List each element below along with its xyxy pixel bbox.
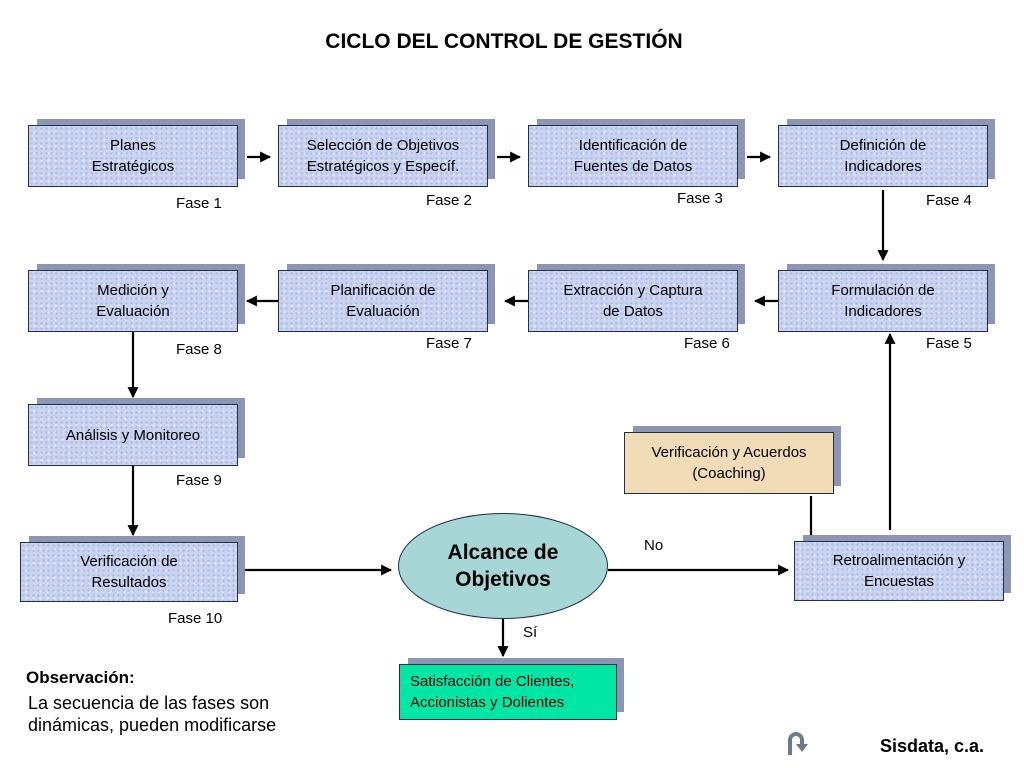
phase-box-10: Verificación de Resultados (20, 542, 238, 602)
phase-box-9: Análisis y Monitoreo (28, 404, 238, 466)
fase-label-4: Fase 4 (926, 192, 972, 209)
phase-box-8: Medición y Evaluación (28, 270, 238, 332)
phase-box-7: Planificación de Evaluación (278, 270, 488, 332)
fase-label-9: Fase 9 (176, 472, 222, 489)
fase-label-8: Fase 8 (176, 341, 222, 358)
fase-label-5: Fase 5 (926, 335, 972, 352)
phase-box-5: Formulación de Indicadores (778, 270, 988, 332)
phase-box-4: Definición de Indicadores (778, 125, 988, 187)
fase-label-3: Fase 3 (677, 190, 723, 207)
edge-label-no: No (644, 537, 664, 554)
feedback-box: Retroalimentación y Encuestas (794, 541, 1004, 601)
satisfaction-box: Satisfacción de Clientes, Accionistas y … (399, 664, 617, 720)
fase-label-6: Fase 6 (684, 335, 730, 352)
return-arrow-icon[interactable] (784, 731, 810, 757)
observation-text: La secuencia de las fases son dinámicas,… (28, 693, 277, 735)
phase-box-3: Identificación de Fuentes de Datos (528, 125, 738, 187)
phase-box-6: Extracción y Captura de Datos (528, 270, 738, 332)
fase-label-7: Fase 7 (426, 335, 472, 352)
observation-heading: Observación: (26, 668, 135, 687)
verification-box: Verificación y Acuerdos (Coaching) (624, 432, 834, 494)
alcance-ellipse: Alcance de Objetivos (398, 513, 608, 619)
brand-name: Sisdata, c.a. (880, 736, 985, 756)
phase-box-2: Selección de Objetivos Estratégicos y Es… (278, 125, 488, 187)
diagram-title: CICLO DEL CONTROL DE GESTIÓN (325, 30, 683, 53)
fase-label-1: Fase 1 (176, 195, 222, 212)
phase-box-1: Planes Estratégicos (28, 125, 238, 187)
edge-label-si: Sí (523, 624, 538, 641)
fase-label-2: Fase 2 (426, 192, 472, 209)
fase-label-10: Fase 10 (168, 610, 223, 627)
